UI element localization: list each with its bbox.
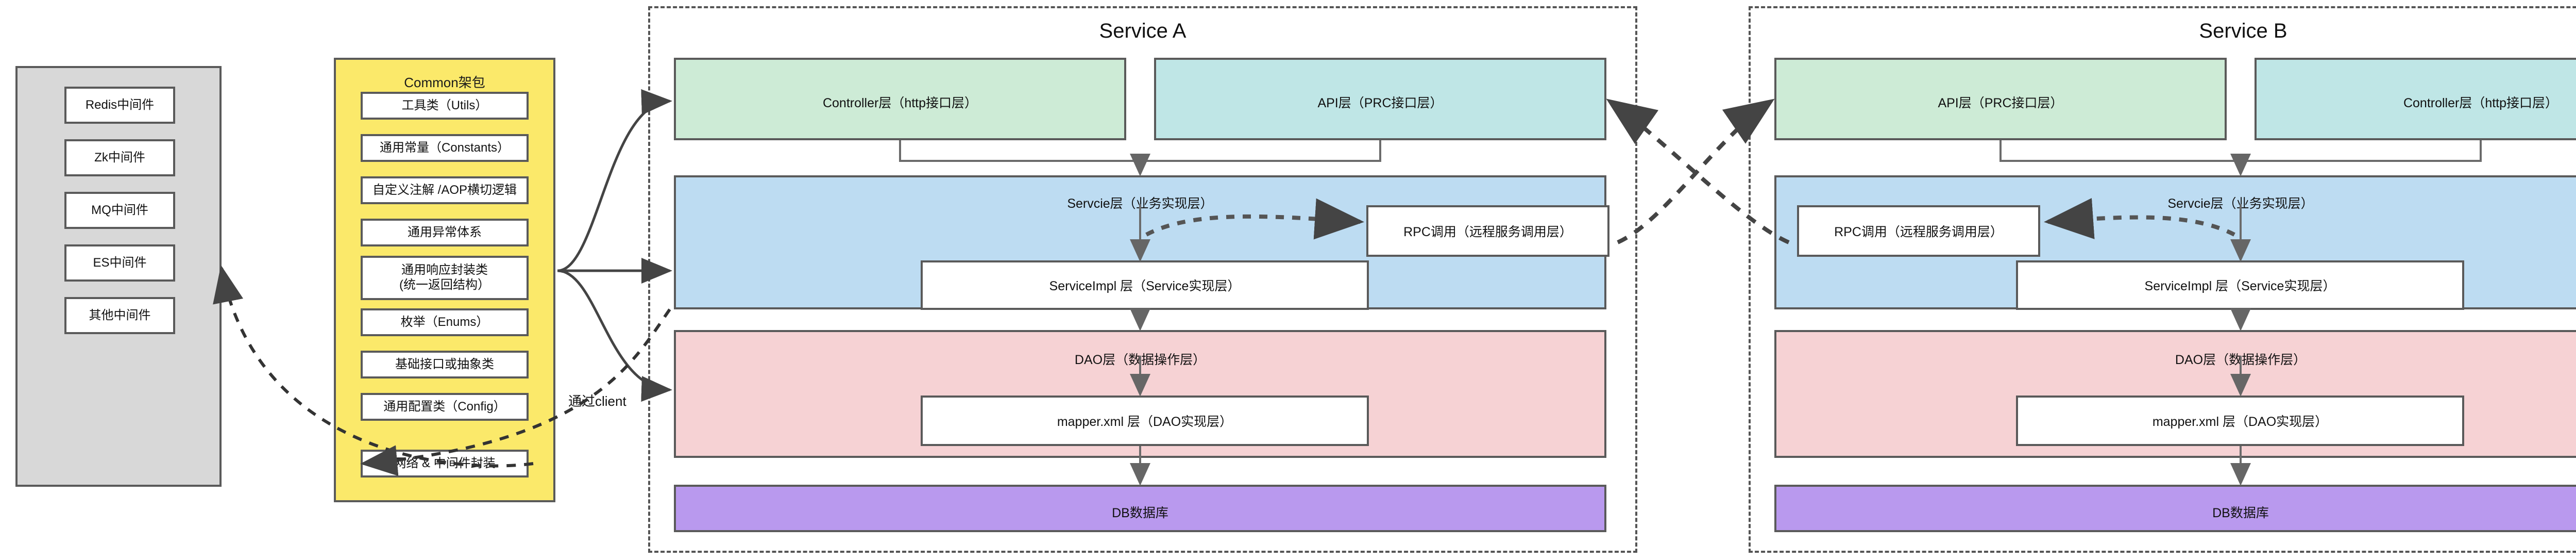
service-a-api-layer[interactable]	[1154, 58, 1606, 140]
common-left-item-enums[interactable]: 枚举（Enums）	[361, 308, 529, 336]
common-left-item-response-wrapper[interactable]: 通用响应封装类 (统一返回结构）	[361, 256, 529, 300]
service-b-service-impl-box[interactable]: ServiceImpl 层（Service实现层）	[2016, 260, 2464, 310]
service-b-panel	[1749, 6, 2576, 553]
service-b-controller-layer[interactable]	[2255, 58, 2576, 140]
service-b-api-layer[interactable]	[1774, 58, 2227, 140]
service-a-mapper-box[interactable]: mapper.xml 层（DAO实现层）	[921, 396, 1369, 446]
service-b-db-layer[interactable]	[1774, 485, 2576, 532]
common-left-item-exception[interactable]: 通用异常体系	[361, 219, 529, 246]
service-a-api-label: API层（PRC接口层）	[1317, 96, 1443, 110]
middleware-left-item-other[interactable]: 其他中间件	[64, 297, 175, 334]
service-a-db-label: DB数据库	[1112, 506, 1168, 520]
service-b-mapper-box[interactable]: mapper.xml 层（DAO实现层）	[2016, 396, 2464, 446]
service-a-service-impl-box[interactable]: ServiceImpl 层（Service实现层）	[921, 260, 1369, 310]
service-a-controller-layer[interactable]	[674, 58, 1126, 140]
service-a-rpc-box[interactable]: RPC调用（远程服务调用层）	[1366, 205, 1609, 257]
common-left-item-config[interactable]: 通用配置类（Config）	[361, 393, 529, 421]
common-left-item-base-interface[interactable]: 基础接口或抽象类	[361, 351, 529, 378]
common-left-item-network-middleware[interactable]: 网络 & 中间件封装	[361, 450, 529, 477]
middleware-left-item-es[interactable]: ES中间件	[64, 244, 175, 282]
common-left-item-constants[interactable]: 通用常量（Constants）	[361, 134, 529, 162]
common-group-left-title: Common架包	[404, 75, 485, 90]
service-b-dao-label: DAO层（数据操作层）	[2175, 353, 2307, 367]
service-b-controller-label: Controller层（http接口层）	[2403, 96, 2558, 110]
service-a-controller-label: Controller层（http接口层）	[822, 96, 978, 110]
service-b-rpc-box[interactable]: RPC调用（远程服务调用层）	[1797, 205, 2040, 257]
service-a-dao-label: DAO层（数据操作层）	[1074, 353, 1206, 367]
edge-label-client: 通过client	[568, 393, 626, 409]
service-b-title: Service B	[2199, 20, 2287, 42]
middleware-left-item-mq[interactable]: MQ中间件	[64, 192, 175, 229]
service-a-title: Service A	[1099, 20, 1187, 42]
service-a-db-layer[interactable]	[674, 485, 1606, 532]
middleware-left-item-redis[interactable]: Redis中间件	[64, 87, 175, 124]
service-b-db-label: DB数据库	[2212, 506, 2269, 520]
common-left-item-utils[interactable]: 工具类（Utils）	[361, 92, 529, 120]
service-b-api-label: API层（PRC接口层）	[1938, 96, 2063, 110]
middleware-left-item-zk[interactable]: Zk中间件	[64, 139, 175, 176]
common-left-item-annotation-aop[interactable]: 自定义注解 /AOP横切逻辑	[361, 176, 529, 204]
